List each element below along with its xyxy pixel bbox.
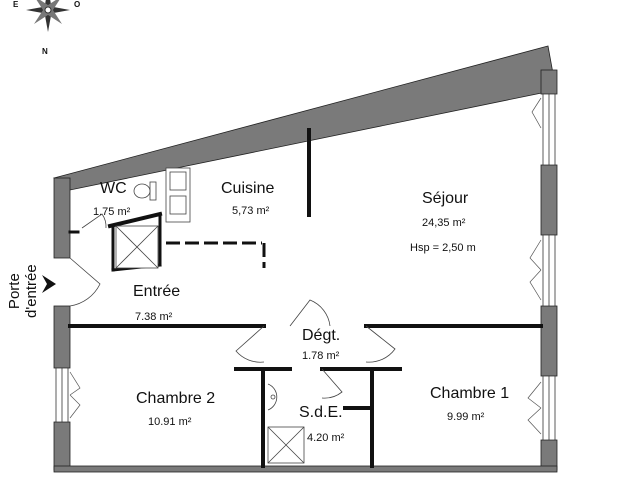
windows (55, 93, 556, 441)
room-degt-name: Dégt. (302, 327, 341, 344)
room-entree-name: Entrée (133, 283, 181, 300)
right-wall-4 (540, 439, 558, 471)
toilet-tank (149, 181, 157, 201)
bottom-wall (53, 465, 558, 473)
right-wall-3 (540, 305, 558, 377)
entrance-arrow (42, 275, 56, 293)
entrance-label-line1: Porte (6, 273, 23, 310)
left-wall-upper (53, 177, 71, 259)
window-swings (69, 97, 542, 435)
top-wall (53, 45, 557, 191)
room-chambre2-name: Chambre 2 (136, 390, 216, 407)
room-wc-area: 1.75 m² (93, 206, 131, 218)
fixtures (115, 167, 305, 464)
room-chambre2-area: 10.91 m² (148, 416, 192, 428)
entrance-label-line2: d'entrée (23, 264, 40, 318)
room-sejour-area: 24,35 m² (422, 217, 466, 229)
room-degt-area: 1.78 m² (302, 350, 340, 362)
left-wall-lower (53, 305, 71, 369)
interior-walls (68, 128, 543, 468)
room-sejour-height: Hsp = 2,50 m (410, 242, 476, 254)
doors (69, 213, 396, 399)
room-sde-name: S.d.E. (299, 404, 343, 421)
room-cuisine-area: 5,73 m² (232, 205, 270, 217)
room-sde-area: 4.20 m² (307, 432, 345, 444)
room-sejour-name: Séjour (422, 190, 469, 207)
room-chambre1-area: 9.99 m² (447, 411, 485, 423)
room-cuisine-name: Cuisine (221, 180, 275, 197)
compass-north-label: N (42, 47, 48, 56)
right-wall-1 (540, 69, 558, 95)
entrance-label: Porte d'entrée (6, 264, 40, 318)
room-entree-area: 7.38 m² (135, 311, 173, 323)
counter (166, 241, 266, 268)
room-wc-name: WC (100, 180, 127, 197)
right-wall-2 (540, 164, 558, 236)
toilet-bowl (133, 183, 151, 199)
compass-west-label: O (74, 0, 81, 9)
left-wall-bottom (53, 421, 71, 471)
compass-icon (26, 0, 70, 32)
outer-walls (53, 45, 558, 473)
compass-east-label: E (13, 0, 19, 9)
room-chambre1-name: Chambre 1 (430, 385, 510, 402)
